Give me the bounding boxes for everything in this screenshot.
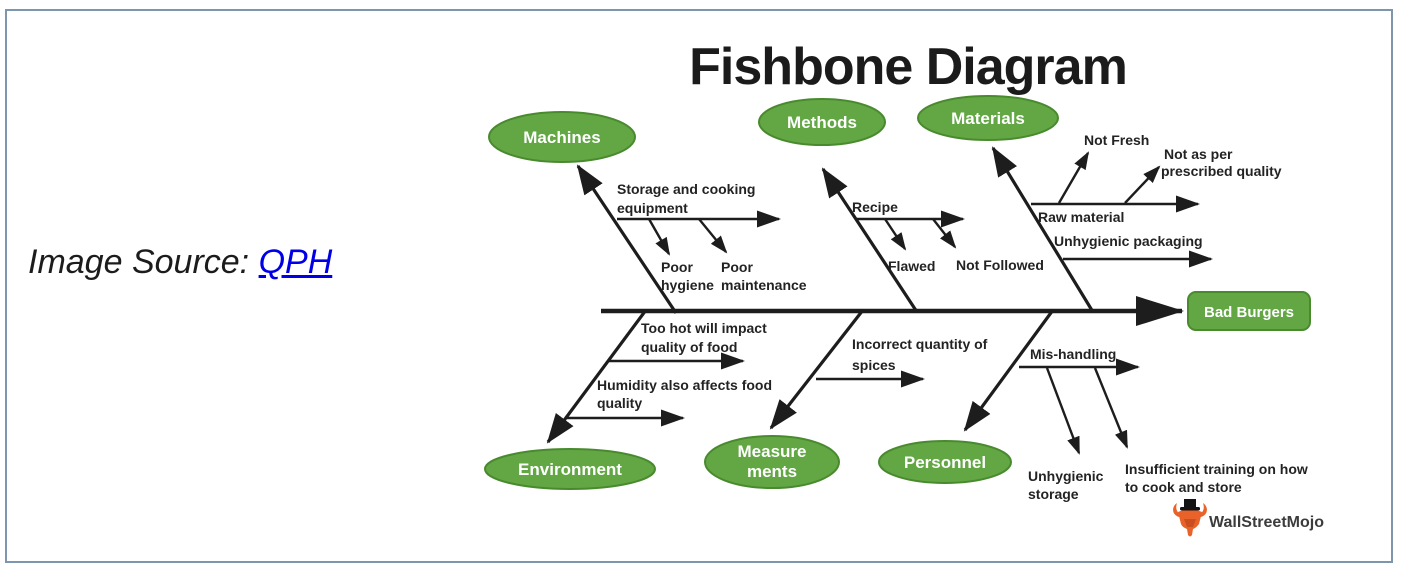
image-source-link[interactable]: QPH [258, 243, 333, 281]
materials-sub2-label-line2: prescribed quality [1161, 163, 1282, 179]
watermark: WallStreetMojo [1173, 499, 1324, 537]
effect-box: Bad Burgers [1187, 291, 1311, 331]
materials-sub1-label: Not Fresh [1084, 132, 1149, 148]
methods-sub1-arrow [884, 218, 907, 251]
effect-rect [1187, 291, 1311, 331]
materials-node [917, 95, 1059, 141]
machines-sub1-label-line1: Poor [661, 259, 693, 275]
machines-cause-label-line1: Storage and cooking [617, 181, 755, 197]
content-border [5, 9, 1393, 563]
machines-sub2-label-line1: Poor [721, 259, 753, 275]
measurements-cause-label-line1: Incorrect quantity of [852, 336, 988, 352]
machines-node-label: Machines [523, 128, 600, 147]
machines-sub2-arrow [698, 218, 728, 254]
effect-label: Bad Burgers [1204, 304, 1294, 321]
personnel-sub2-label-line2: to cook and store [1125, 479, 1242, 495]
measurements-node-label-line1: Measure [738, 442, 807, 461]
branch-methods: Recipe Flawed Not Followed Methods [758, 98, 1044, 313]
branch-machines: Storage and cooking equipment Poor hygie… [488, 111, 807, 314]
machines-bone [576, 164, 678, 314]
environment-node [484, 448, 656, 490]
environment-cause1-label-line2: quality of food [641, 339, 737, 355]
branch-measurements: Incorrect quantity of spices Measure men… [704, 309, 988, 489]
materials-bone [991, 146, 1095, 313]
branch-materials: Raw material Unhygienic packaging Not Fr… [917, 95, 1282, 313]
materials-cause1-label: Raw material [1038, 209, 1124, 225]
personnel-sub2-arrow [1093, 367, 1129, 449]
personnel-node-label: Personnel [904, 453, 986, 472]
materials-sub2-label-line1: Not as per [1164, 146, 1233, 162]
environment-cause2-label-line2: quality [597, 395, 642, 411]
materials-sub2-arrow [1124, 165, 1161, 204]
methods-sub1-label: Flawed [888, 258, 935, 274]
methods-sub2-arrow [932, 218, 957, 249]
environment-cause1-label-line1: Too hot will impact [641, 320, 767, 336]
environment-bone [546, 309, 648, 444]
machines-node [488, 111, 636, 163]
materials-node-label: Materials [951, 109, 1025, 128]
personnel-sub1-label-line2: storage [1028, 486, 1079, 502]
methods-node-label: Methods [787, 113, 857, 132]
image-source-label: Image Source: [28, 243, 250, 281]
personnel-sub1-arrow [1045, 367, 1081, 455]
methods-cause-label: Recipe [852, 199, 898, 215]
environment-node-label: Environment [518, 460, 622, 479]
wallstreetmojo-bull-icon [1173, 499, 1207, 537]
measurements-cause-label-line2: spices [852, 357, 896, 373]
branch-environment: Too hot will impact quality of food Humi… [484, 309, 772, 490]
personnel-sub1-label-line1: Unhygienic [1028, 468, 1104, 484]
wallstreetmojo-label: WallStreetMojo [1209, 514, 1324, 531]
methods-bone [821, 167, 919, 313]
methods-sub2-label: Not Followed [956, 257, 1044, 273]
materials-cause2-label: Unhygienic packaging [1054, 233, 1203, 249]
branch-personnel: Mis-handling Unhygienic storage Insuffic… [878, 309, 1308, 502]
measurements-node [704, 435, 840, 489]
personnel-node [878, 440, 1012, 484]
measurements-bone [769, 309, 865, 430]
machines-sub1-label-line2: hygiene [661, 277, 714, 293]
diagram-title: Fishbone Diagram [689, 38, 1127, 96]
image-source-caption: Image Source: QPH [28, 243, 332, 282]
methods-node [758, 98, 886, 146]
personnel-cause-label: Mis-handling [1030, 346, 1116, 362]
machines-sub2-label-line2: maintenance [721, 277, 807, 293]
machines-cause-label-line2: equipment [617, 200, 688, 216]
personnel-sub2-label-line1: Insufficient training on how [1125, 461, 1308, 477]
personnel-bone [963, 309, 1055, 432]
materials-sub1-arrow [1057, 151, 1090, 204]
environment-cause2-label-line1: Humidity also affects food [597, 377, 772, 393]
measurements-node-label-line2: ments [747, 462, 797, 481]
machines-sub1-arrow [647, 218, 671, 256]
